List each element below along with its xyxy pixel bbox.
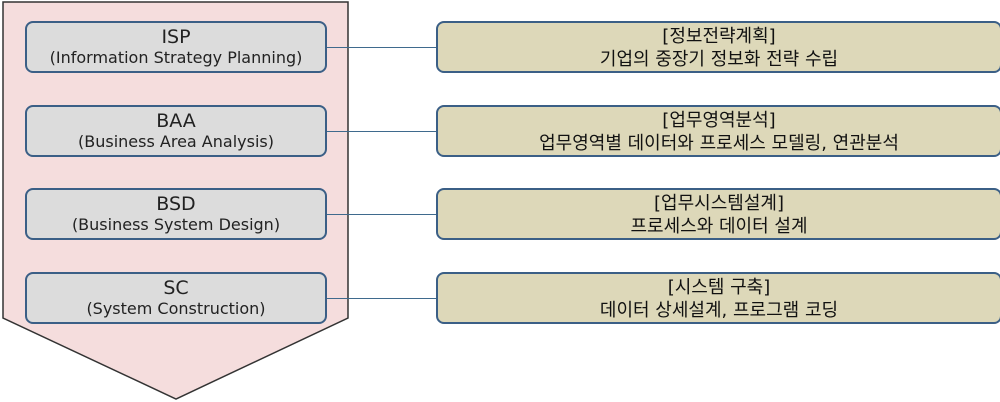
phase-full-name: (System Construction) [86,299,266,318]
description-title: [시스템 구축] [667,277,771,298]
description-text: 업무영역별 데이터와 프로세스 모델링, 연관분석 [539,133,899,154]
connector-line-sc [327,298,436,299]
description-text: 프로세스와 데이터 설계 [630,216,808,237]
description-box-baa: [업무영역분석] 업무영역별 데이터와 프로세스 모델링, 연관분석 [436,105,1000,157]
phase-code: SC [163,277,189,299]
description-box-bsd: [업무시스템설계] 프로세스와 데이터 설계 [436,188,1000,240]
description-box-sc: [시스템 구축] 데이터 상세설계, 프로그램 코딩 [436,272,1000,324]
connector-line-isp [327,47,436,48]
phase-box-baa: BAA (Business Area Analysis) [25,105,327,157]
phase-box-sc: SC (System Construction) [25,272,327,324]
phase-box-isp: ISP (Information Strategy Planning) [25,21,327,73]
phase-full-name: (Business Area Analysis) [78,132,274,151]
description-text: 기업의 중장기 정보화 전략 수립 [599,49,839,70]
phase-box-bsd: BSD (Business System Design) [25,188,327,240]
connector-line-bsd [327,214,436,215]
description-box-isp: [정보전략계획] 기업의 중장기 정보화 전략 수립 [436,21,1000,73]
description-title: [업무시스템설계] [654,193,784,214]
description-title: [업무영역분석] [662,110,776,131]
description-title: [정보전략계획] [662,26,776,47]
connector-line-baa [327,131,436,132]
phase-code: ISP [161,26,191,48]
phase-full-name: (Business System Design) [71,215,281,234]
phase-full-name: (Information Strategy Planning) [49,48,303,67]
phase-code: BSD [156,193,196,215]
phase-code: BAA [156,110,196,132]
description-text: 데이터 상세설계, 프로그램 코딩 [599,300,839,321]
